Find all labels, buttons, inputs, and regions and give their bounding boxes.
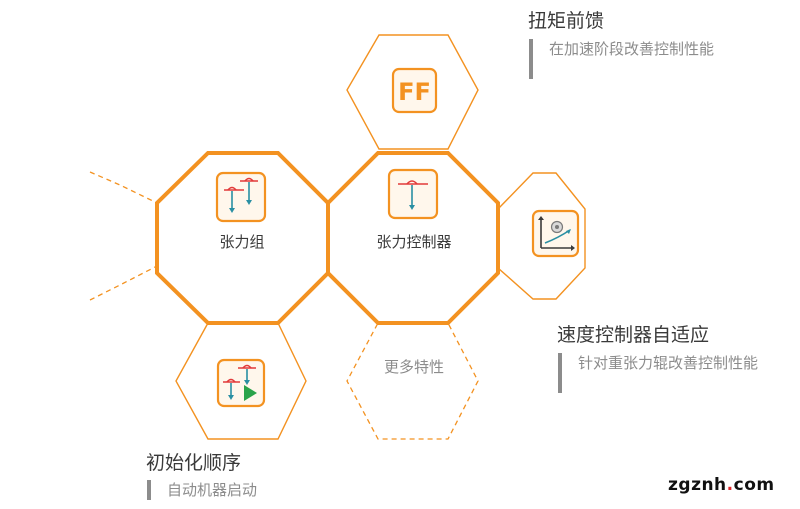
play-icon bbox=[244, 385, 257, 401]
callout-feedforward-desc-wrap: 在加速阶段改善控制性能 bbox=[528, 39, 715, 79]
callout-init-sequence-desc-wrap: 自动机器启动 bbox=[146, 480, 257, 500]
watermark-suffix: com bbox=[733, 475, 775, 495]
watermark-dot: . bbox=[726, 475, 734, 495]
octagon-tension-group bbox=[155, 151, 330, 325]
octagon-tension-controller bbox=[326, 151, 500, 325]
callout-speed-adaptive-desc-wrap: 针对重张力辊改善控制性能 bbox=[557, 353, 759, 393]
hexagon-feedforward bbox=[346, 34, 479, 150]
callout-speed-adaptive-title: 速度控制器自适应 bbox=[557, 324, 710, 346]
callout-feedforward: 扭矩前馈 在加速阶段改善控制性能 bbox=[528, 10, 715, 79]
tension-controller-label: 张力控制器 bbox=[376, 233, 451, 251]
ff-icon: FF bbox=[391, 67, 438, 114]
callout-init-sequence-title: 初始化顺序 bbox=[146, 452, 242, 474]
tension-group-label: 张力组 bbox=[219, 233, 264, 251]
callout-feedforward-desc: 在加速阶段改善控制性能 bbox=[549, 40, 715, 58]
watermark-prefix: zgznh bbox=[668, 475, 727, 495]
hexagon-more-features bbox=[346, 322, 479, 440]
more-features-label: 更多特性 bbox=[384, 358, 444, 376]
callout-init-sequence: 初始化顺序 自动机器启动 bbox=[146, 452, 257, 500]
watermark: zgznh.com bbox=[668, 475, 775, 495]
tension-controller-icon bbox=[387, 168, 439, 220]
speed-adaptive-icon bbox=[531, 209, 580, 258]
init-sequence-icon bbox=[216, 358, 266, 408]
hexagon-speed-adaptive bbox=[497, 172, 586, 300]
callout-marker-bar bbox=[558, 353, 562, 393]
callout-init-sequence-desc: 自动机器启动 bbox=[167, 481, 258, 499]
partial-hexagon-left bbox=[89, 171, 158, 301]
ff-icon-text: FF bbox=[398, 78, 431, 106]
callout-speed-adaptive-desc: 针对重张力辊改善控制性能 bbox=[578, 354, 759, 372]
callout-marker-bar bbox=[147, 480, 151, 500]
callout-feedforward-title: 扭矩前馈 bbox=[528, 10, 605, 32]
callout-marker-bar bbox=[529, 39, 533, 79]
tension-group-icon bbox=[215, 171, 267, 223]
callout-speed-adaptive: 速度控制器自适应 针对重张力辊改善控制性能 bbox=[557, 324, 759, 393]
